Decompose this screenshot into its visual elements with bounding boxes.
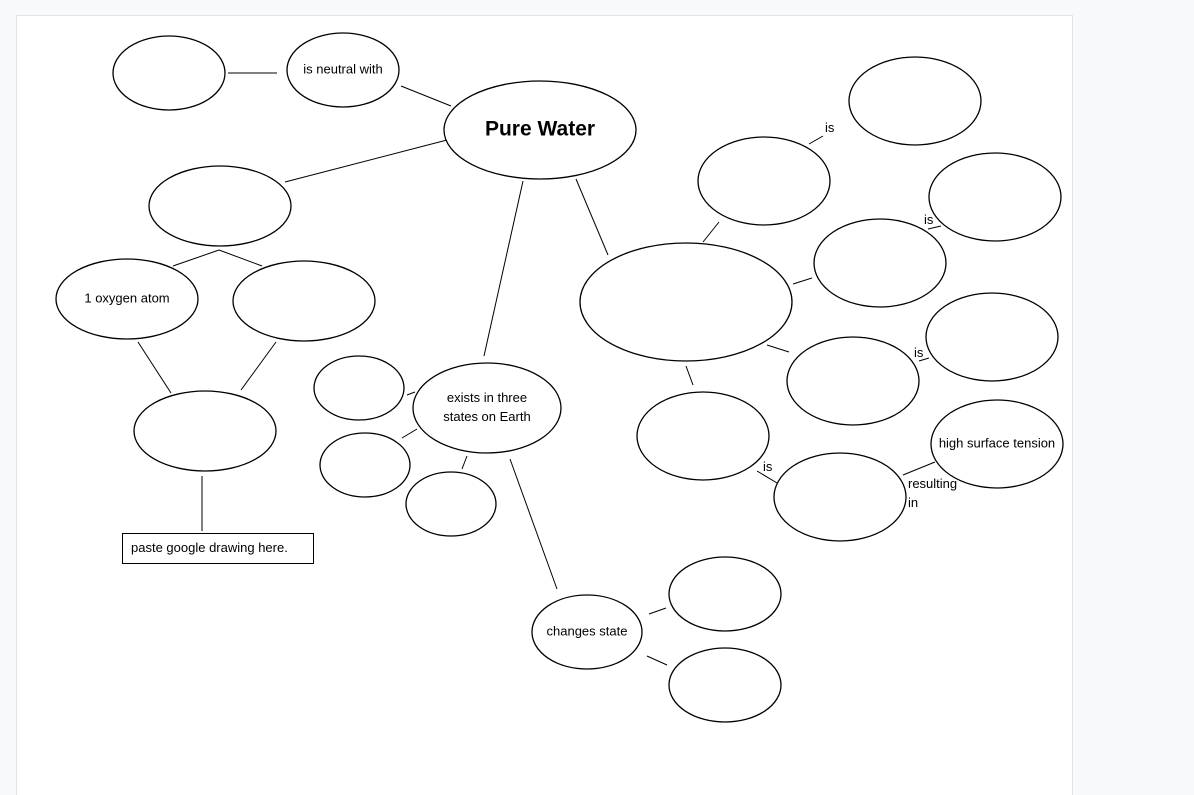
node-states-a[interactable] [313,355,405,421]
edge-label-resulting-in: in [908,495,918,510]
edge-labels: is is is is resulting in [763,120,957,510]
node-label: is neutral with [303,61,382,76]
connector-line [756,470,778,484]
node-composition[interactable] [148,165,292,247]
node-properties[interactable] [579,242,793,362]
node-neutral[interactable]: is neutral with [286,32,400,108]
node-changes-a[interactable] [668,556,782,632]
node-ellipse[interactable] [786,336,920,426]
node-oxygen[interactable]: 1 oxygen atom [55,258,199,340]
node-ellipse[interactable] [668,647,782,723]
edge-label-is-2: is [924,212,934,227]
node-changes[interactable]: changes state [531,594,643,670]
node-pure-water[interactable]: Pure Water [443,80,637,180]
node-ellipse[interactable] [697,136,831,226]
node-hydrogen[interactable] [232,260,376,342]
node-ellipse[interactable] [286,32,400,108]
node-ellipse[interactable] [133,390,277,472]
node-prop-upper[interactable] [697,136,831,226]
node-prop-upper-is[interactable] [848,56,982,146]
connector-line [401,428,418,439]
paste-box[interactable]: paste google drawing here. [122,533,314,564]
node-ellipse[interactable] [773,452,907,542]
node-ellipse[interactable] [112,35,226,111]
paste-box-label: paste google drawing here. [131,540,288,555]
node-ellipse[interactable] [668,556,782,632]
node-ellipse[interactable] [443,80,637,180]
node-ellipse[interactable] [55,258,199,340]
node-states-c[interactable] [405,471,497,537]
node-ellipse[interactable] [412,362,562,454]
node-ellipse[interactable] [928,152,1062,242]
node-left-top-empty[interactable] [112,35,226,111]
connector-line [918,357,930,362]
node-prop-3-is[interactable] [925,292,1059,382]
edge-label-is-1: is [825,120,835,135]
connector-line [792,277,813,285]
connector-line [685,365,694,386]
node-label: high surface tension [939,435,1055,450]
node-ellipse[interactable] [319,432,411,498]
node-states-b[interactable] [319,432,411,498]
node-states[interactable]: exists in three states on Earth [412,362,562,454]
node-ellipse[interactable] [405,471,497,537]
node-ellipse[interactable] [313,355,405,421]
node-ellipse[interactable] [813,218,947,308]
node-label: states on Earth [443,409,530,424]
connector-line [766,344,790,353]
connector-line [808,135,824,145]
node-label: exists in three [447,390,527,405]
node-prop-2-is[interactable] [928,152,1062,242]
node-ellipse[interactable] [579,242,793,362]
node-ellipse[interactable] [930,399,1064,489]
connector-line [406,391,416,396]
connector-line [702,221,720,243]
node-ellipse[interactable] [925,292,1059,382]
node-ellipse[interactable] [232,260,376,342]
node-label: Pure Water [485,118,595,141]
connector-line [509,458,558,590]
node-ellipse[interactable] [148,165,292,247]
node-ellipse[interactable] [531,594,643,670]
node-cohesion[interactable] [773,452,907,542]
node-changes-b[interactable] [668,647,782,723]
node-prop-3[interactable] [786,336,920,426]
edge-label-is-4: is [763,459,773,474]
node-ellipse[interactable] [636,391,770,481]
connector-line [172,249,220,267]
edge-label-is-3: is [914,345,924,360]
connector-line [902,461,936,476]
connector-line [284,139,448,183]
connector-line [648,607,667,615]
node-label: 1 oxygen atom [84,290,169,305]
node-molecule[interactable] [133,390,277,472]
node-label: changes state [547,623,628,638]
connector-line [218,249,263,267]
connector-line [240,341,277,391]
node-prop-2[interactable] [813,218,947,308]
connector-line [483,180,524,357]
edges [137,72,942,666]
connector-line [400,85,452,107]
connector-line [927,225,942,230]
edge-label-resulting-in: resulting [908,476,957,491]
connector-line [575,178,609,256]
connector-line [137,341,172,394]
node-prop-lower[interactable] [636,391,770,481]
connector-line [646,655,668,666]
node-surface-tension[interactable]: high surface tension [930,399,1064,489]
connector-line [461,455,468,470]
node-ellipse[interactable] [848,56,982,146]
